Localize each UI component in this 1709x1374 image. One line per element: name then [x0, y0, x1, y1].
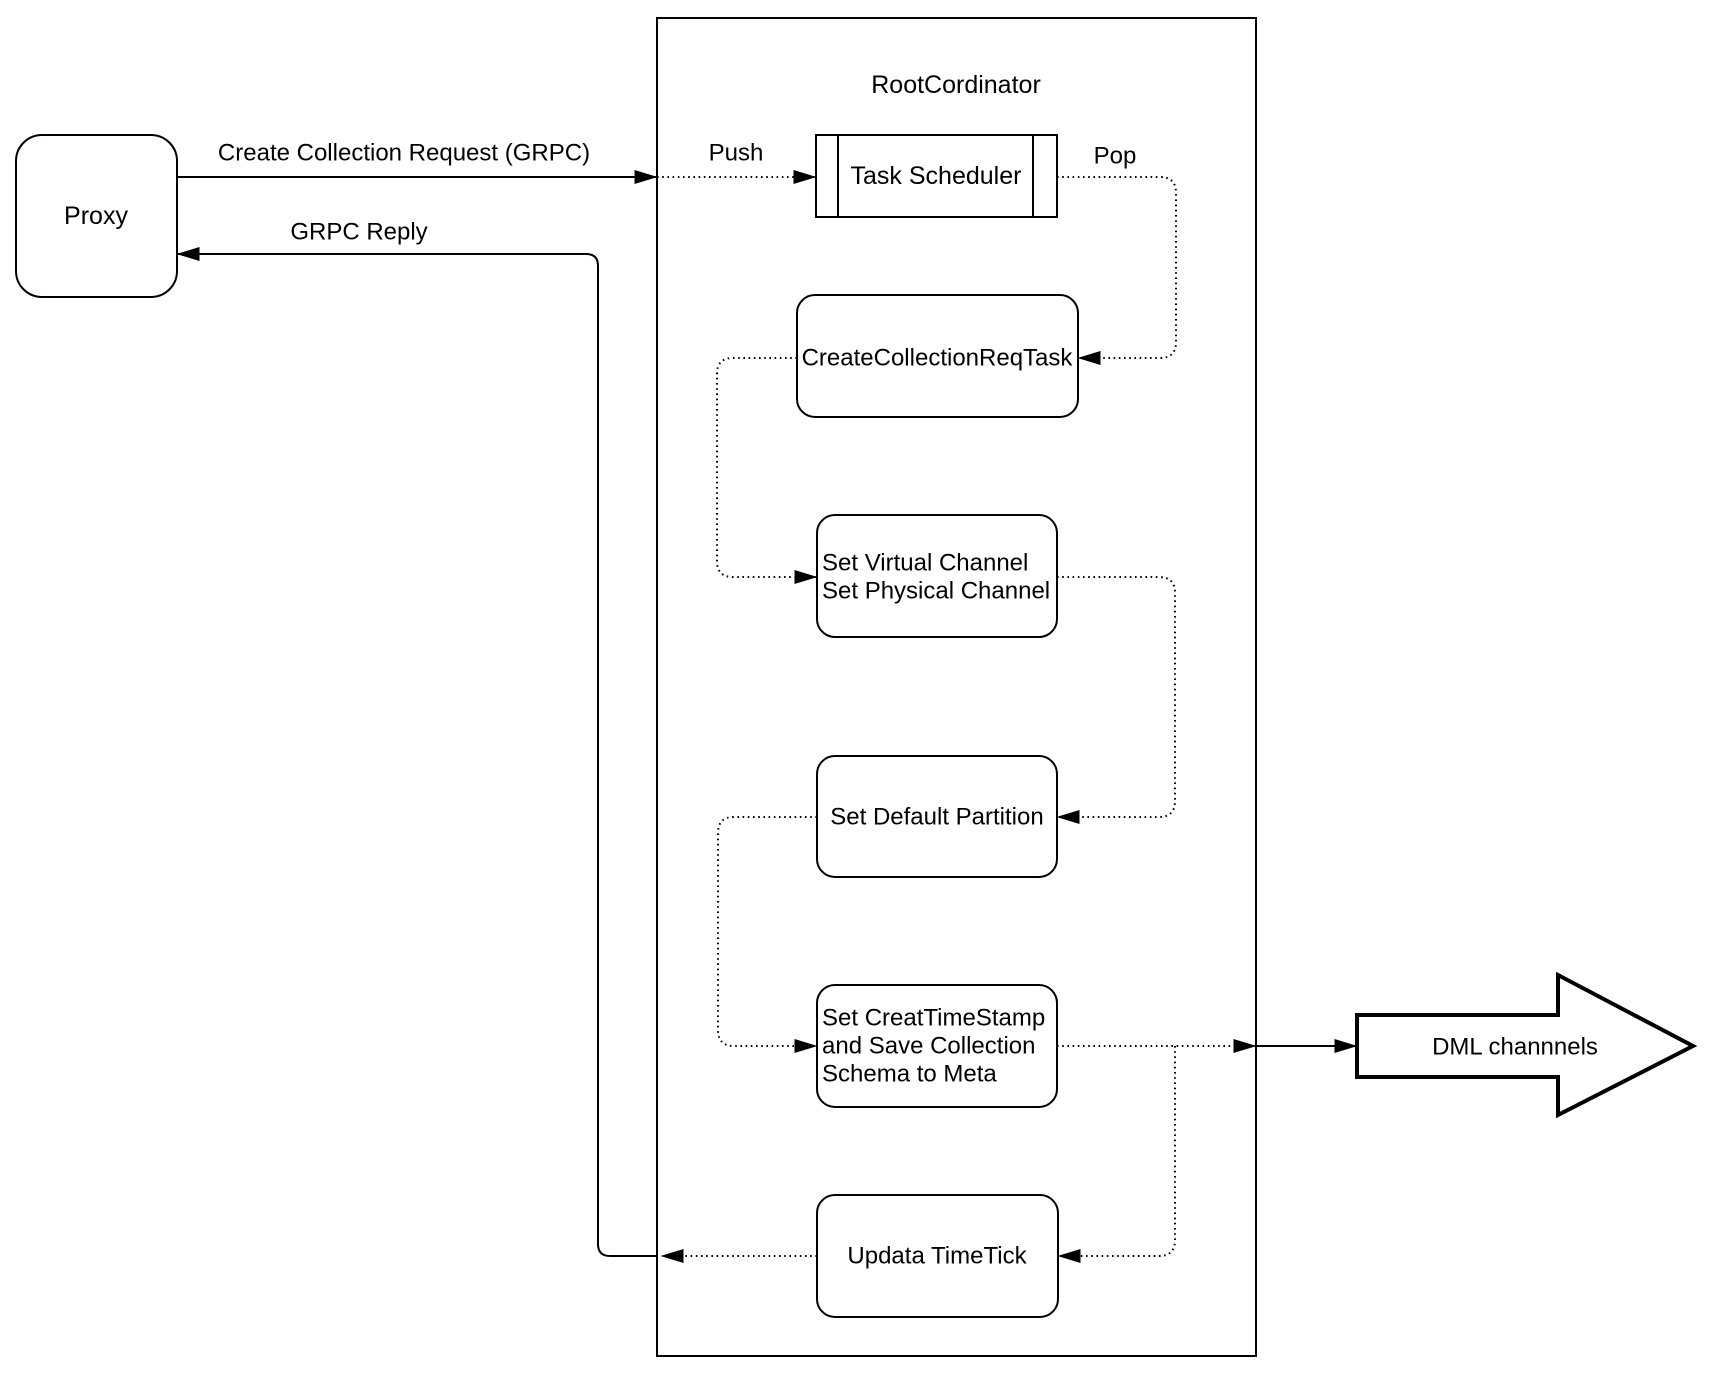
root-coordinator-title: RootCordinator	[871, 71, 1041, 99]
proxy-label: Proxy	[64, 202, 128, 230]
task-scheduler-label: Task Scheduler	[851, 162, 1022, 190]
edge-push-label: Push	[709, 140, 764, 167]
edge-grpc-reply	[176, 247, 657, 1257]
task-scheduler-box	[815, 134, 1058, 218]
dml-channels-label: DML channnels	[1432, 1034, 1598, 1061]
edge-reqtask-to-channels	[716, 357, 818, 584]
edge-create-collection-request-label: Create Collection Request (GRPC)	[218, 140, 590, 167]
set-creat-timestamp-label-line1: Set CreatTimeStamp	[822, 1005, 1045, 1032]
set-channels-label-line1: Set Virtual Channel	[822, 550, 1028, 577]
edge-pop-label: Pop	[1094, 143, 1137, 170]
edge-partition-to-timestamp	[717, 816, 818, 1053]
set-default-partition-label: Set Default Partition	[830, 804, 1043, 831]
proxy-node	[15, 134, 178, 298]
task-scheduler-node: Task Scheduler	[815, 134, 1058, 218]
edge-grpc-reply-label: GRPC Reply	[290, 219, 427, 246]
edge-pop	[1057, 176, 1177, 365]
root-coordinator-container	[656, 17, 1257, 1357]
dml-channels-arrow-shape	[1355, 971, 1698, 1119]
set-channels-label-line2: Set Physical Channel	[822, 578, 1050, 605]
updata-timetick-label: Updata TimeTick	[847, 1243, 1027, 1270]
create-collection-req-task-label: CreateCollectionReqTask	[802, 345, 1074, 372]
edge-channels-to-partition	[1056, 576, 1176, 824]
set-creat-timestamp-label-line2: and Save Collection	[822, 1033, 1035, 1060]
set-creat-timestamp-label-line3: Schema to Meta	[822, 1061, 997, 1088]
edge-branch-to-timetick	[1057, 1046, 1176, 1263]
